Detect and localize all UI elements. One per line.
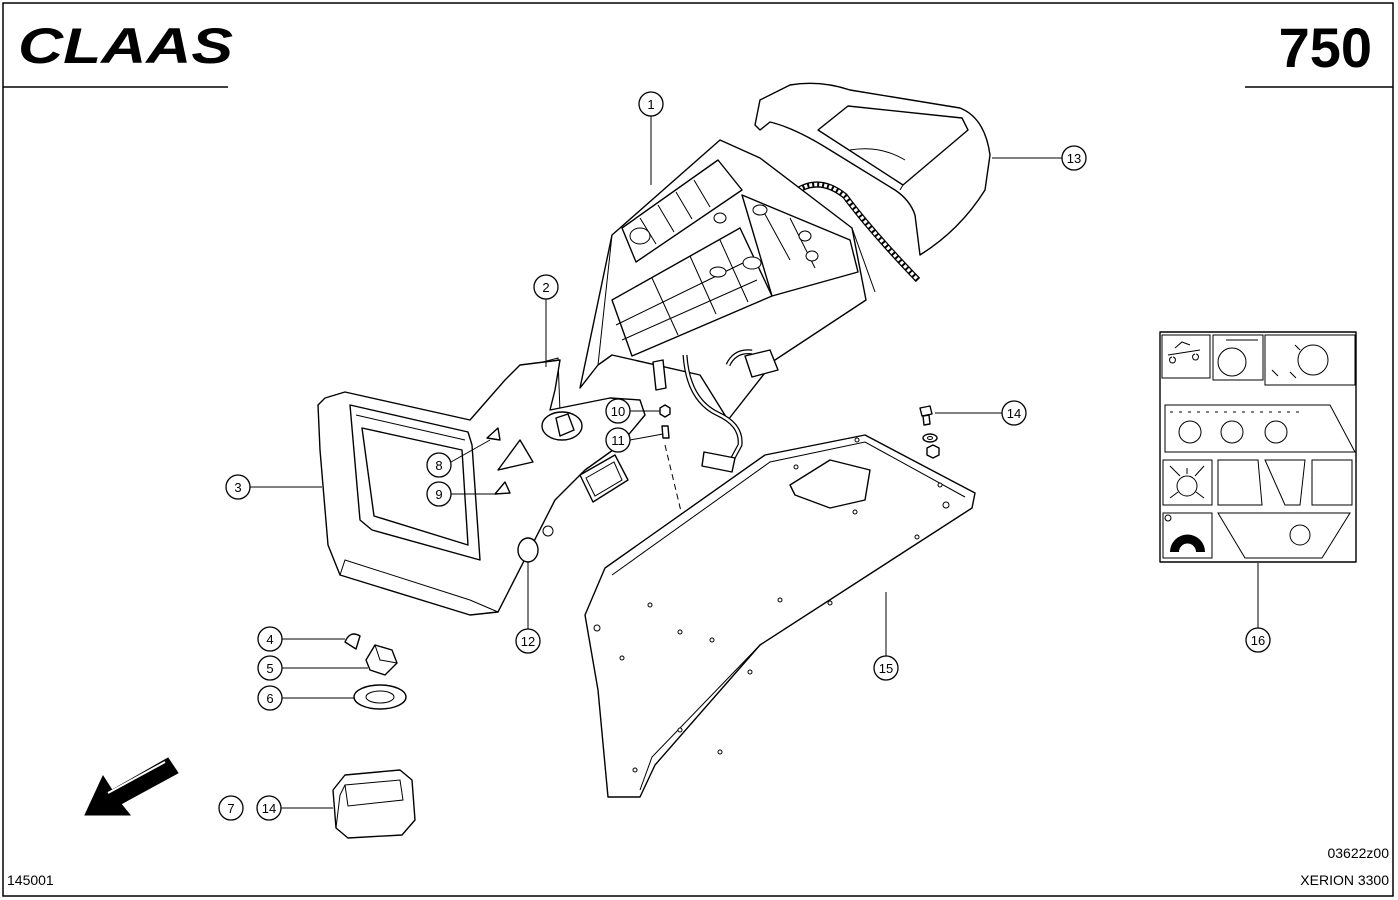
callout-11: 11 xyxy=(605,427,631,453)
callout-label: 4 xyxy=(266,632,273,647)
part-nut-10 xyxy=(659,404,671,418)
part-hose xyxy=(785,181,921,283)
callout-label: 13 xyxy=(1067,151,1081,166)
callout-1: 1 xyxy=(638,91,664,117)
part-bolt-set xyxy=(919,405,940,459)
part-instrument-console xyxy=(579,139,876,421)
part-screw-11 xyxy=(661,425,670,439)
part-base-plate xyxy=(584,434,976,798)
callout-label: 15 xyxy=(879,661,893,676)
part-ring-6 xyxy=(353,684,407,710)
drawing-code: 03622z00 xyxy=(1327,845,1389,861)
part-wedge-8 xyxy=(486,427,501,441)
callout-label: 14 xyxy=(262,801,276,816)
callout-5: 5 xyxy=(257,655,283,681)
callout-label: 10 xyxy=(611,404,625,419)
callout-label: 6 xyxy=(266,691,273,706)
callout-14-bolt: 14 xyxy=(1001,400,1027,426)
part-decal-sheet xyxy=(1159,331,1357,563)
callout-9: 9 xyxy=(426,481,452,507)
callout-label: 5 xyxy=(266,661,273,676)
model-name: XERION 3300 xyxy=(1300,872,1389,888)
callout-label: 11 xyxy=(611,433,625,448)
callout-7: 7 xyxy=(218,795,244,821)
callout-label: 14 xyxy=(1007,406,1021,421)
part-console-wiring xyxy=(652,349,779,473)
callout-16: 16 xyxy=(1245,627,1271,653)
callout-8: 8 xyxy=(426,452,452,478)
callout-label: 8 xyxy=(435,458,442,473)
brand-logo: CLAAS xyxy=(18,18,233,74)
callout-label: 3 xyxy=(234,480,241,495)
callout-10: 10 xyxy=(605,398,631,424)
callout-label: 9 xyxy=(435,487,442,502)
part-side-trim-panel xyxy=(317,359,646,616)
callout-label: 1 xyxy=(647,97,654,112)
callout-2: 2 xyxy=(533,274,559,300)
callout-12: 12 xyxy=(515,628,541,654)
callout-15: 15 xyxy=(873,655,899,681)
callout-6: 6 xyxy=(257,685,283,711)
leader-lines xyxy=(250,116,1259,809)
callout-label: 12 xyxy=(521,634,535,649)
callout-3: 3 xyxy=(225,474,251,500)
callout-label: 16 xyxy=(1251,633,1265,648)
part-cover-hood xyxy=(754,82,991,256)
callout-label: 2 xyxy=(542,280,549,295)
arrow-down-left-icon xyxy=(84,757,179,816)
callout-13: 13 xyxy=(1061,145,1087,171)
page-number: 750 xyxy=(1279,16,1372,79)
callout-14-lamp: 14 xyxy=(256,795,282,821)
part-knob-5 xyxy=(365,644,398,676)
catalog-code: 145001 xyxy=(7,872,54,888)
part-lamp-box xyxy=(332,769,416,839)
callout-label: 7 xyxy=(227,801,234,816)
part-clip-4 xyxy=(344,633,361,650)
base-plate-holes xyxy=(593,437,950,773)
part-wedge-9 xyxy=(494,481,511,495)
callout-4: 4 xyxy=(257,626,283,652)
